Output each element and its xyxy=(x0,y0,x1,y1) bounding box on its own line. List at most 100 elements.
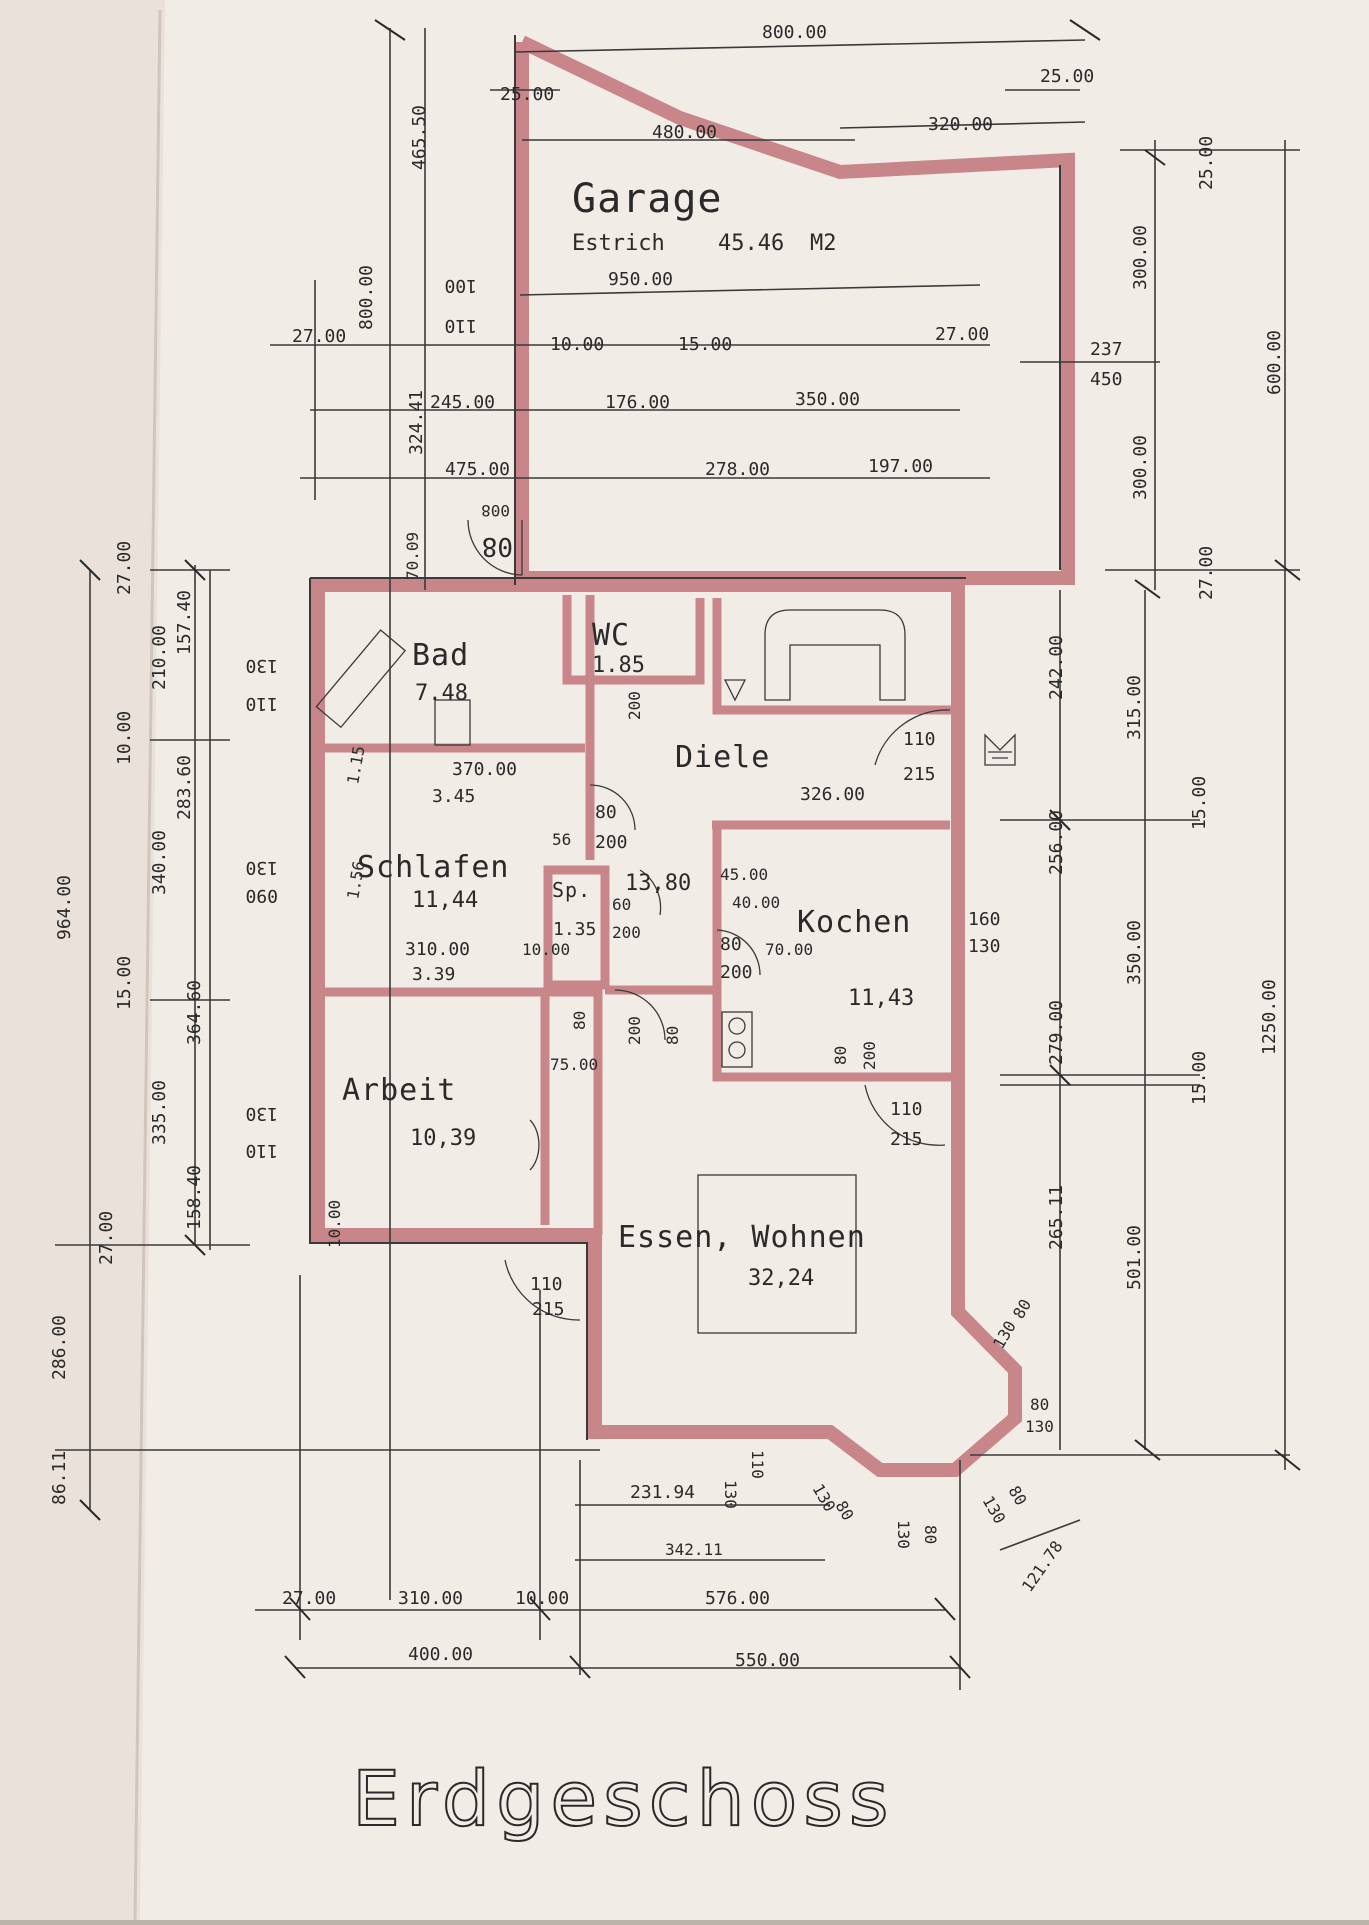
garage-area: 45.46 xyxy=(718,231,784,256)
door-60a: 60 xyxy=(612,895,631,914)
window-130w3: 130 xyxy=(894,1520,913,1549)
dimension-ticks xyxy=(79,19,1301,1679)
fixtures xyxy=(315,609,1016,1334)
garage-area-unit: M2 xyxy=(810,231,837,256)
room-area-bad: 7.48 xyxy=(415,681,468,706)
garage-door-008: 008 xyxy=(481,501,510,520)
room-area-essen-wohnen: 32,24 xyxy=(748,1266,814,1291)
staircase xyxy=(764,609,906,701)
dim-27-right: 27.00 xyxy=(1196,546,1217,600)
dim-10-inner: 10.00 xyxy=(522,940,570,959)
doors xyxy=(467,519,951,1321)
dim-15-left: 15.00 xyxy=(114,956,135,1010)
dim-bottom-400: 400.00 xyxy=(408,1644,473,1665)
dim-top-total: 800.00 xyxy=(762,22,827,43)
dim-501: 501.00 xyxy=(1124,1225,1145,1290)
dim-279: 279.00 xyxy=(1046,1000,1067,1065)
opening-110a: 110 xyxy=(903,729,936,750)
dim-10: 10.00 xyxy=(550,334,604,355)
dim-75: 75.00 xyxy=(550,1055,598,1074)
dim-10-left: 10.00 xyxy=(114,711,135,765)
dim-top-right: 320.00 xyxy=(928,114,993,135)
dim-242: 242.00 xyxy=(1046,635,1067,700)
dim-top-wall-right: 25.00 xyxy=(1040,66,1094,87)
dim-bottom-10: 10.00 xyxy=(515,1588,569,1609)
dim-bottom-310: 310.00 xyxy=(398,1588,463,1609)
window-bad-110: 110 xyxy=(245,693,278,714)
garage-door-7009: 70.09 xyxy=(403,532,422,580)
room-name-sp: Sp. xyxy=(552,878,591,902)
dim-1250: 1250.00 xyxy=(1259,979,1280,1055)
wall-outlines xyxy=(309,35,1061,1440)
dimension-texts: 800.00 25.00 25.00 480.00 320.00 950.00 … xyxy=(282,22,1123,1671)
room-name-bad: Bad xyxy=(412,638,469,673)
window-110w5: 110 xyxy=(748,1450,767,1479)
dim-340: 340.00 xyxy=(149,830,170,895)
door-200d: 200 xyxy=(625,691,644,720)
dim-86: 86.11 xyxy=(49,1451,70,1505)
window-130w5: 130 xyxy=(721,1480,740,1509)
room-name-schlafen: Schlafen xyxy=(357,850,510,885)
room-name-arbeit: Arbeit xyxy=(342,1073,456,1108)
room-area-schlafen: 11,44 xyxy=(412,888,478,913)
dim-garage-inner: 950.00 xyxy=(608,269,673,290)
dim-237: 237 xyxy=(1090,339,1123,360)
window-schlafen-130: 130 xyxy=(245,857,278,878)
room-area-kochen: 11,43 xyxy=(848,986,914,1011)
dim-286: 286.00 xyxy=(49,1315,70,1380)
dim-231: 231.94 xyxy=(630,1482,695,1503)
dim-27-left-2: 27.00 xyxy=(96,1211,117,1265)
dim-bottom-550: 550.00 xyxy=(735,1650,800,1671)
dim-56: 56 xyxy=(552,830,571,849)
window-130w2: 130 xyxy=(1025,1417,1054,1436)
window-arbeit-130: 130 xyxy=(245,1103,278,1124)
dim-370: 370.00 xyxy=(452,759,517,780)
dim-25-right: 25.00 xyxy=(1196,136,1217,190)
dim-70: 70.00 xyxy=(765,940,813,959)
room-name-diele: Diele xyxy=(675,740,770,775)
room-name-kochen: Kochen xyxy=(797,905,911,940)
room-area-sp: 1.35 xyxy=(553,919,596,940)
rotated-dimension-texts: 465.50 800.00 324.41 300.00 300.00 600.0… xyxy=(49,105,1285,1549)
garage-opening-110: 110 xyxy=(444,315,477,336)
dim-475: 475.00 xyxy=(445,459,510,480)
door-200e: 200 xyxy=(860,1041,879,1070)
room-area-diele: 13,80 xyxy=(625,871,691,896)
dim-245: 245.00 xyxy=(430,392,495,413)
dim-339: 3.39 xyxy=(412,964,455,985)
stove xyxy=(721,1011,753,1068)
dim-15: 15.00 xyxy=(678,334,732,355)
opening-215a: 215 xyxy=(903,764,936,785)
garage-opening-100: 100 xyxy=(444,275,477,296)
door-80e: 80 xyxy=(831,1046,850,1065)
dim-40: 40.00 xyxy=(732,893,780,912)
room-name-wc: WC xyxy=(592,618,630,653)
door-80c: 80 xyxy=(570,1011,589,1030)
dim-256: 256.00 xyxy=(1046,810,1067,875)
entrance-marker xyxy=(984,733,1016,766)
dim-197: 197.00 xyxy=(868,456,933,477)
dim-326: 326.00 xyxy=(800,784,865,805)
washbasin xyxy=(434,699,471,746)
stair-arrow xyxy=(723,679,747,702)
dim-45: 45.00 xyxy=(720,865,768,884)
dim-465: 465.50 xyxy=(409,105,430,170)
dim-210: 210.00 xyxy=(149,625,170,690)
dim-450: 450 xyxy=(1090,369,1123,390)
opening-110b: 110 xyxy=(890,1099,923,1120)
dim-300a: 300.00 xyxy=(1130,225,1151,290)
door-80a: 80 xyxy=(595,802,617,823)
dim-345: 3.45 xyxy=(432,786,475,807)
dim-600: 600.00 xyxy=(1264,330,1285,395)
opening-215b: 215 xyxy=(890,1129,923,1150)
opening-110c: 110 xyxy=(530,1274,563,1295)
dim-300b: 300.00 xyxy=(1130,435,1151,500)
garage-door-08: 08 xyxy=(482,531,513,561)
dim-310: 310.00 xyxy=(405,939,470,960)
dimension-lines xyxy=(55,28,1300,1690)
dining-table xyxy=(697,1174,857,1334)
door-80b: 80 xyxy=(720,934,742,955)
window-schlafen-090: 090 xyxy=(245,885,278,906)
